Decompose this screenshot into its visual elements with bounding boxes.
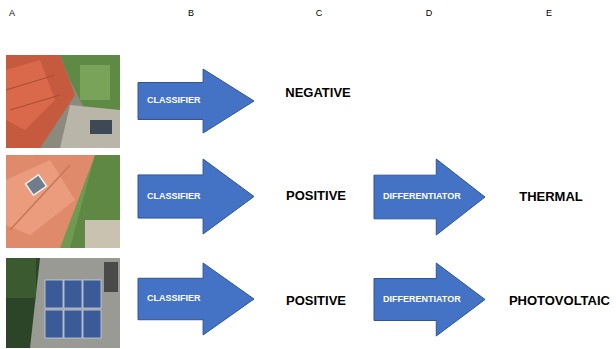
block-arrow-fill [374, 263, 485, 336]
differentiator-arrow: DIFFERENTIATOR [373, 158, 486, 236]
result-label: NEGATIVE [285, 86, 351, 99]
result-label: THERMAL [519, 190, 583, 203]
column-letter: C [316, 9, 323, 18]
roof-photo-thermal [6, 155, 120, 248]
arrow-label: CLASSIFIER [147, 96, 201, 105]
block-arrow-fill [138, 263, 254, 335]
result-label: POSITIVE [286, 189, 346, 202]
roof-photo-negative [6, 55, 120, 148]
result-label: PHOTOVOLTAIC [509, 294, 610, 307]
classifier-arrow: CLASSIFIER [137, 262, 255, 336]
classifier-arrow: CLASSIFIER [137, 158, 255, 235]
differentiator-arrow: DIFFERENTIATOR [373, 262, 486, 337]
arrow-label: DIFFERENTIATOR [383, 295, 461, 304]
column-letter: D [426, 9, 433, 18]
column-letter: E [546, 9, 552, 18]
arrow-label: CLASSIFIER [147, 294, 201, 303]
column-letter: B [188, 9, 194, 18]
result-label: POSITIVE [286, 294, 346, 307]
arrow-label: DIFFERENTIATOR [383, 192, 461, 201]
block-arrow-fill [138, 159, 254, 234]
block-arrow-fill [138, 69, 254, 133]
block-arrow-fill [374, 159, 485, 235]
column-letter: A [9, 9, 15, 18]
roof-photo-photovoltaic [6, 258, 120, 348]
classifier-arrow: CLASSIFIER [137, 68, 255, 134]
arrow-label: CLASSIFIER [147, 192, 201, 201]
